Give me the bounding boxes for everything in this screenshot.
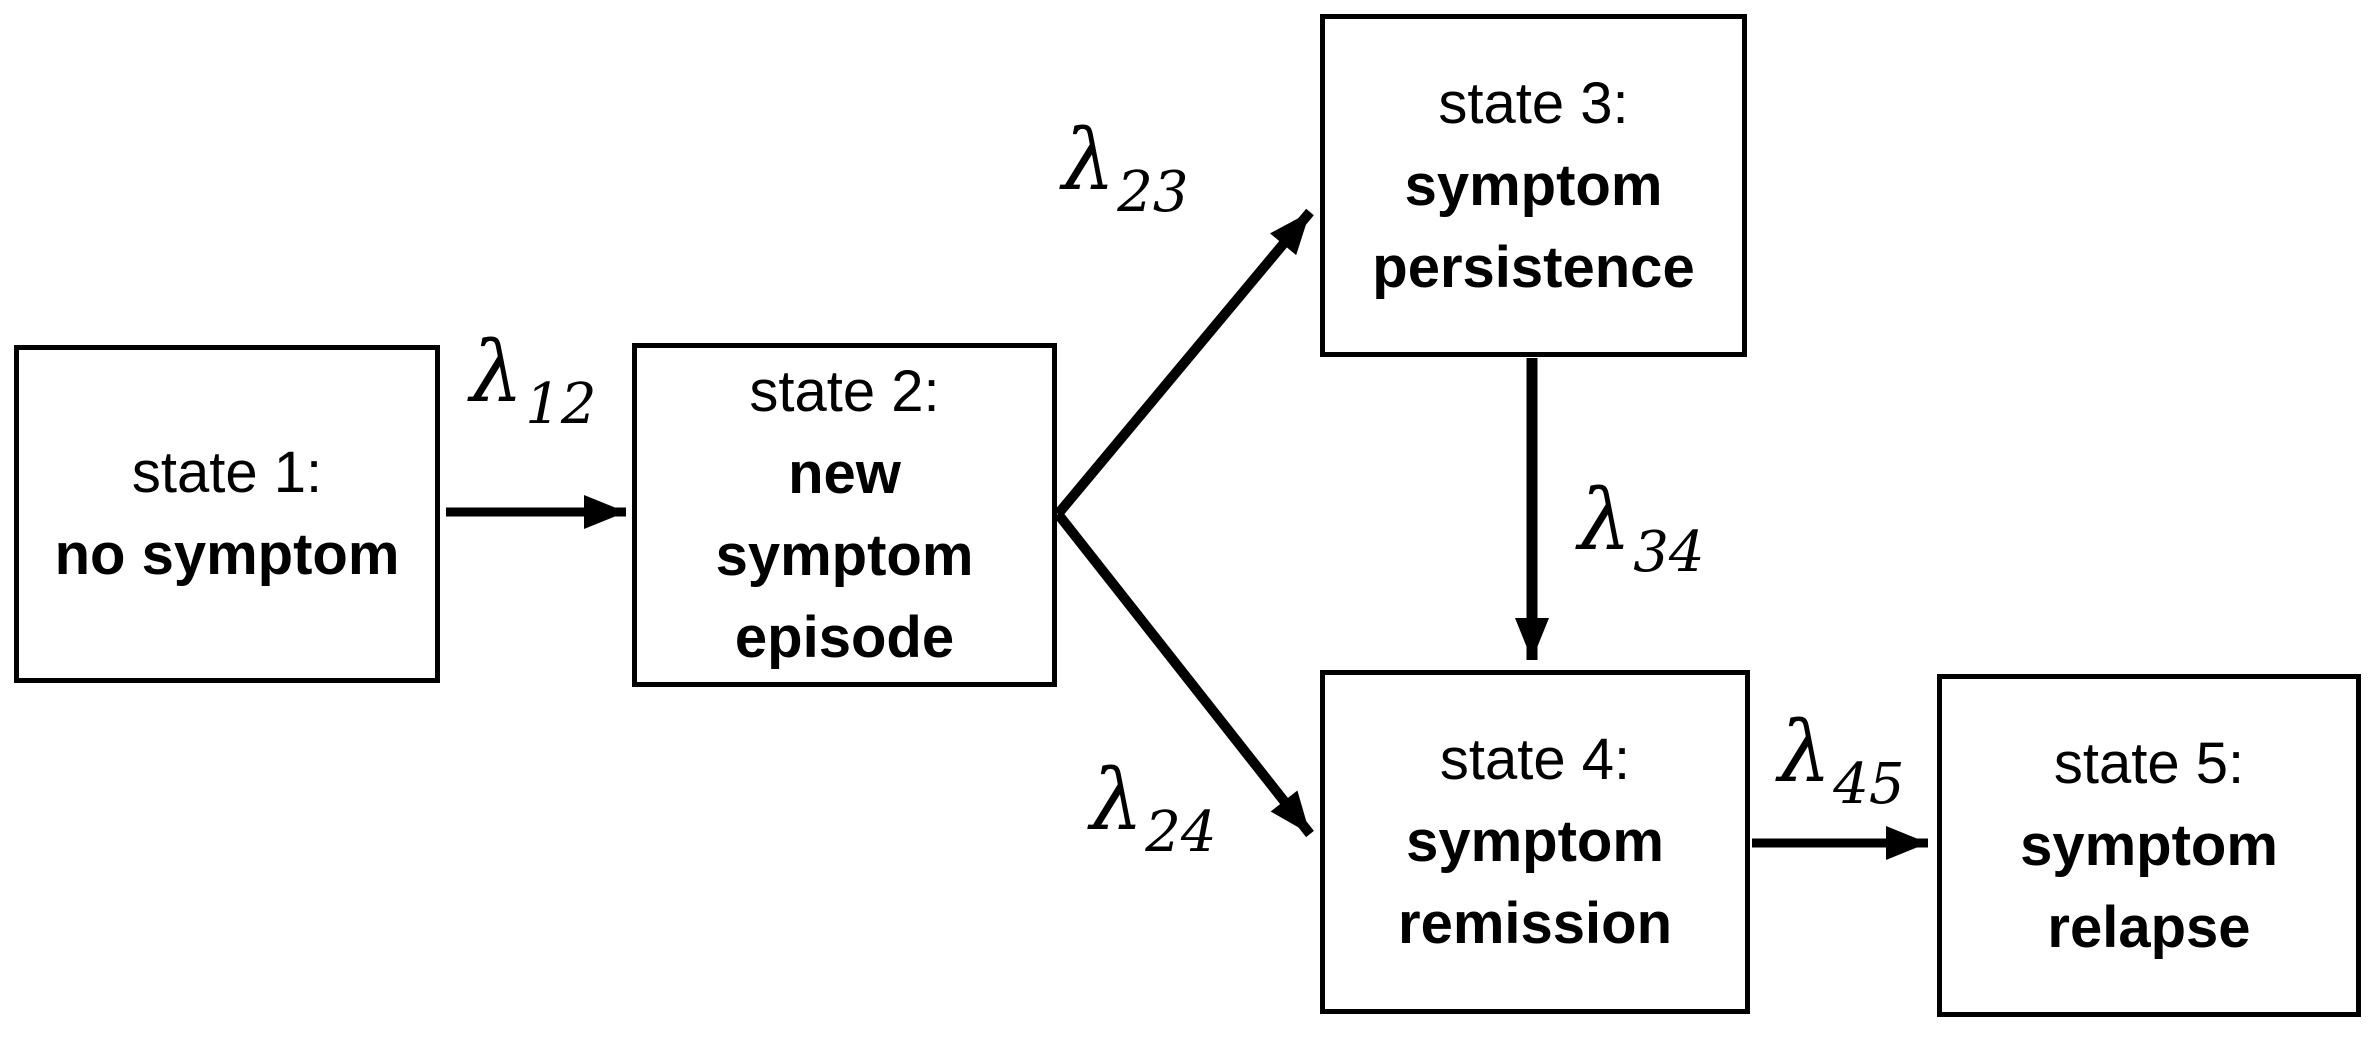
lambda-subscript: 45 [1833,752,1905,817]
lambda-symbol: λ [1062,111,1116,209]
lambda-subscript: 24 [1145,800,1217,865]
state-2-box: state 2: new symptom episode [632,343,1057,687]
state-4-box: state 4: symptom remission [1320,670,1750,1014]
transition-arrow-2-3 [1054,208,1314,518]
lambda-label-24: λ24 [1090,758,1217,861]
state-5-name: symptom relapse [2020,812,2278,960]
state-2-title: state 2: [749,359,940,424]
state-1-name: no symptom [54,522,400,587]
state-3-title: state 3: [1438,70,1629,136]
lambda-subscript: 12 [525,372,597,437]
state-5-title: state 5: [2053,730,2245,796]
state-1-box: state 1: no symptom [14,345,440,683]
state-4-title: state 4: [1439,727,1631,792]
state-4-name: symptom remission [1398,809,1672,956]
state-2-name: new symptom episode [715,441,974,670]
state-3-box: state 3: symptom persistence [1320,14,1747,357]
lambda-subscript: 23 [1117,160,1189,225]
transition-arrow-2-4 [1054,510,1314,838]
lambda-label-45: λ45 [1778,710,1905,813]
state-1-title: state 1: [131,440,323,505]
state-3-name: symptom persistence [1372,152,1695,300]
lambda-symbol: λ [1778,703,1832,801]
lambda-label-34: λ34 [1578,478,1705,581]
lambda-label-23: λ23 [1062,118,1189,221]
lambda-label-12: λ12 [470,330,597,433]
lambda-subscript: 34 [1633,520,1705,585]
lambda-symbol: λ [1578,471,1632,569]
state-5-box: state 5: symptom relapse [1937,674,2361,1017]
lambda-symbol: λ [470,323,524,421]
lambda-symbol: λ [1090,751,1144,849]
